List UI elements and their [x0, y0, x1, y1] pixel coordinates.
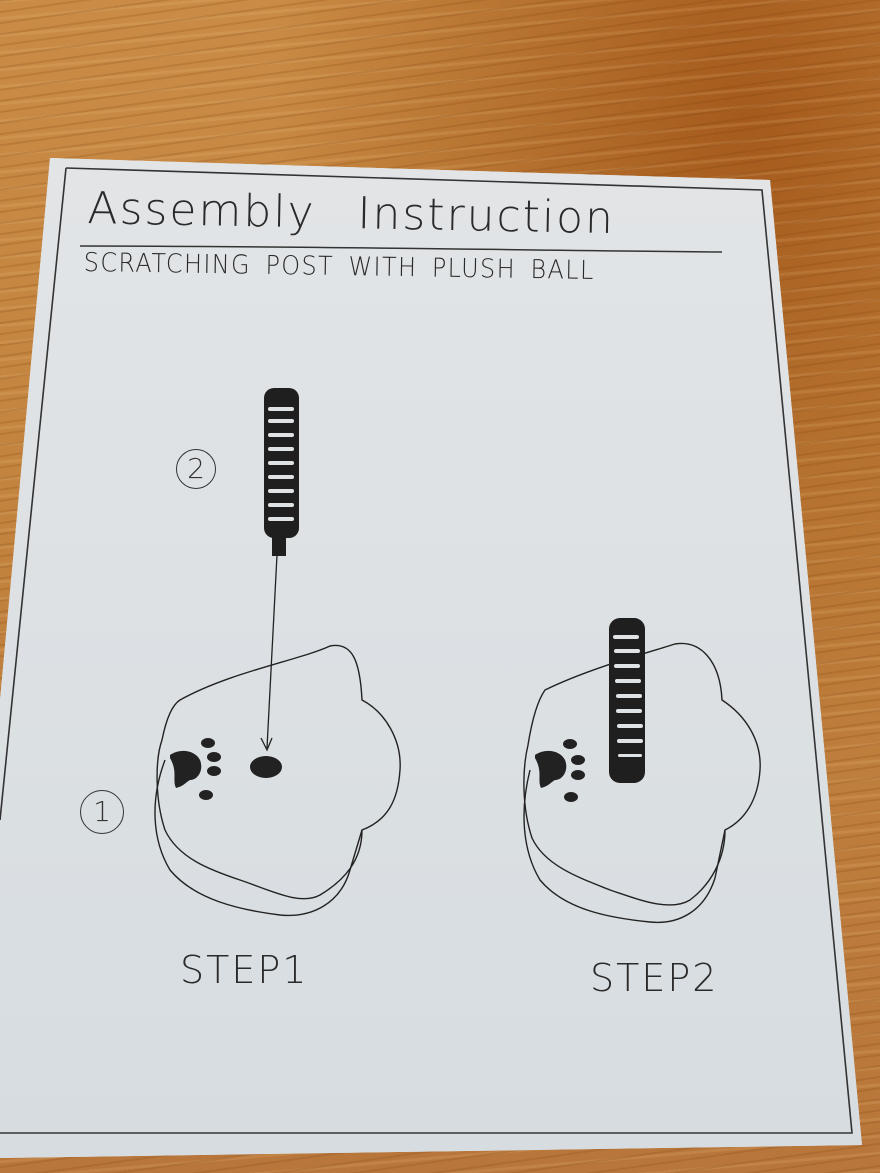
step1-label: STEP1	[180, 948, 309, 992]
scratching-post-icon	[609, 618, 645, 783]
insert-arrow	[266, 554, 278, 749]
paw-print-icon	[535, 739, 585, 802]
title-divider	[79, 245, 723, 253]
step2-label: STEP2	[590, 956, 719, 1000]
base-outline	[523, 642, 761, 924]
part-number-2: 2	[176, 449, 216, 489]
scratching-post-icon	[264, 388, 299, 556]
paw-print-icon	[170, 738, 221, 800]
base-outline	[154, 644, 401, 917]
mount-hole	[250, 756, 282, 778]
part-number-1: 1	[80, 790, 124, 834]
